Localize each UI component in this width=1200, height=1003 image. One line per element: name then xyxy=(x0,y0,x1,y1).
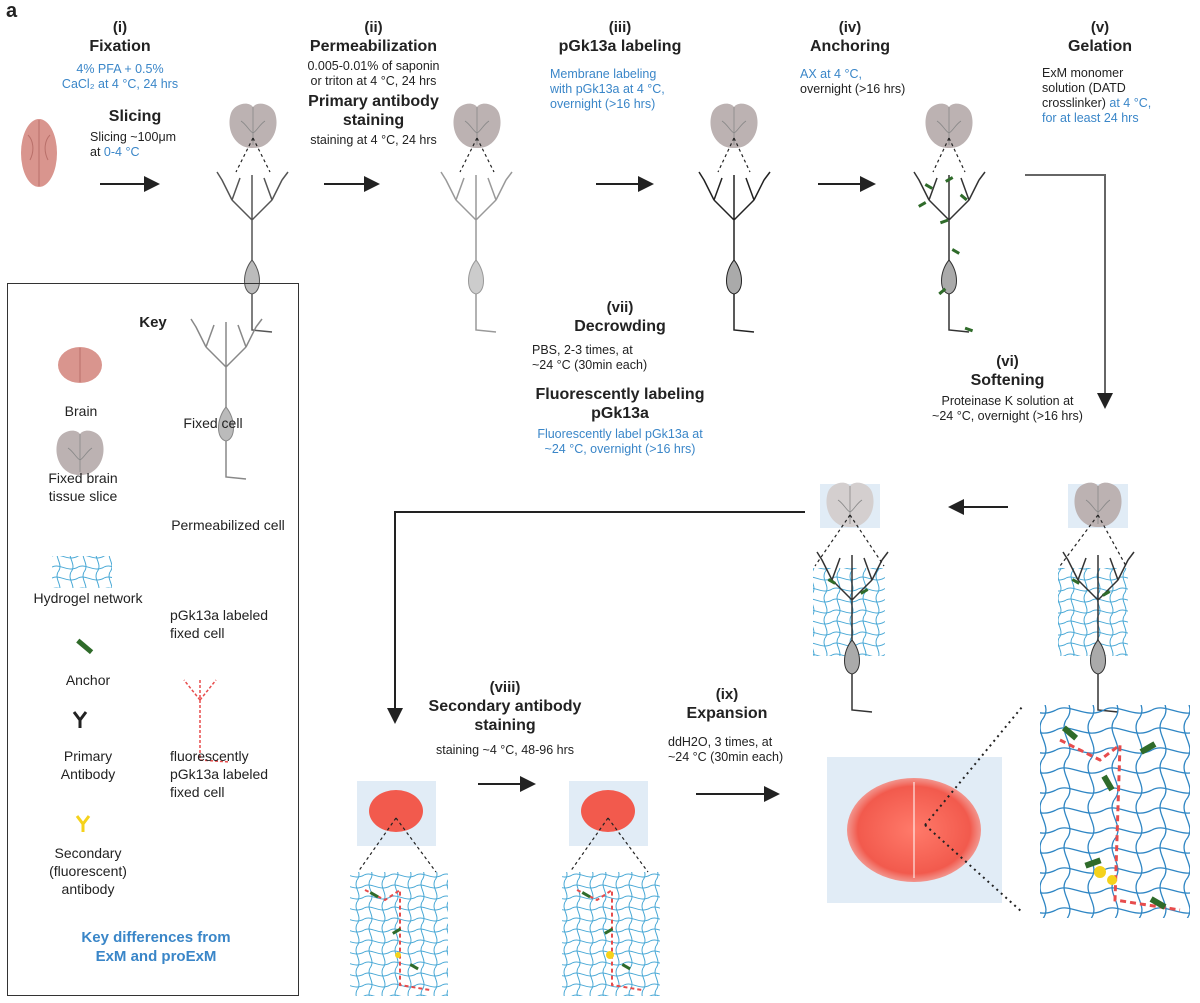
step-detail: at 0-4 °C xyxy=(90,145,140,159)
step-expansion: (ix) Expansion ddH2O, 3 times, at ~24 °C… xyxy=(662,686,792,765)
step-pgk13a-labeling: (iii) pGk13a labeling Membrane labeling … xyxy=(540,19,700,112)
step-title: Permeabilization xyxy=(309,38,438,55)
step-detail: with pGk13a at 4 °C, xyxy=(550,82,665,96)
step-title: Expansion xyxy=(686,705,768,722)
panel-letter: a xyxy=(6,0,18,22)
step-title: Fluorescently labeling xyxy=(535,386,705,403)
step-title: staining xyxy=(474,717,536,734)
step-slicing: Slicing Slicing ~100μm at 0-4 °C xyxy=(90,107,180,160)
step-title: Anchoring xyxy=(810,38,890,55)
step-detail: or triton at 4 °C, 24 hrs xyxy=(310,74,437,88)
step-detail: Membrane labeling xyxy=(550,67,657,81)
step-permeabilization: (ii) Permeabilization 0.005-0.01% of sap… xyxy=(286,19,461,148)
step-detail: 4% PFA + 0.5% xyxy=(76,62,164,76)
step-title: Primary antibody xyxy=(308,93,439,110)
step-title: Secondary antibody xyxy=(428,698,582,715)
step-detail: PBS, 2-3 times, at xyxy=(532,343,633,357)
step-secondary-antibody: (viii) Secondary antibody staining stain… xyxy=(415,679,595,758)
step-detail: ExM monomer xyxy=(1042,66,1124,80)
step-detail: Fluorescently label pGk13a at xyxy=(537,427,703,441)
step-title: Slicing xyxy=(108,108,162,125)
step-title: staining xyxy=(342,112,405,129)
legend-label: Hydrogel network xyxy=(33,590,143,606)
step-number: (ii) xyxy=(364,19,383,36)
step-detail: overnight (>16 hrs) xyxy=(550,97,656,111)
key-primary-antibody-icon xyxy=(72,711,88,728)
step-detail: solution (DATD xyxy=(1042,81,1126,95)
step-detail: staining ~4 °C, 48-96 hrs xyxy=(435,743,575,757)
step-decrowding: (vii) Decrowding PBS, 2-3 times, at ~24 … xyxy=(510,299,730,457)
step-detail: staining at 4 °C, 24 hrs xyxy=(310,133,437,147)
brain-icon-step1 xyxy=(21,119,57,187)
step-fixation: (i) Fixation 4% PFA + 0.5% CaCl₂ at 4 °C… xyxy=(55,19,185,92)
step-number: (viii) xyxy=(489,679,521,696)
legend-label: Fixed cell xyxy=(183,415,243,431)
step-number: (v) xyxy=(1090,19,1110,36)
legend-label: Permeabilized cell xyxy=(171,517,285,533)
step-number: (vii) xyxy=(606,299,634,316)
step-softening: (vi) Softening Proteinase K solution at … xyxy=(905,353,1110,424)
step-detail: CaCl₂ at 4 °C, 24 hrs xyxy=(61,77,179,91)
step-detail: Proteinase K solution at xyxy=(941,394,1074,408)
step-detail: overnight (>16 hrs) xyxy=(800,82,906,96)
step-detail: ~24 °C (30min each) xyxy=(532,358,648,372)
step-detail: Slicing ~100μm xyxy=(90,130,177,144)
step-detail: for at least 24 hrs xyxy=(1042,111,1139,125)
key-anchor-icon xyxy=(76,638,94,655)
step-detail: ddH2O, 3 times, at xyxy=(668,735,773,749)
step-detail: ~24 °C (30min each) xyxy=(668,750,784,764)
step-number: (iv) xyxy=(838,19,862,36)
anchor-marks-step4 xyxy=(918,176,974,333)
legend-label: Brain xyxy=(64,403,98,419)
step-title: pGk13a labeling xyxy=(558,38,682,55)
legend-title: Key xyxy=(139,314,167,331)
step-title: pGk13a xyxy=(591,405,649,422)
step-anchoring: (iv) Anchoring AX at 4 °C, overnight (>1… xyxy=(780,19,920,97)
key-secondary-antibody-icon xyxy=(75,815,91,832)
step-detail: ~24 °C, overnight (>16 hrs) xyxy=(544,442,696,456)
step-detail: ~24 °C, overnight (>16 hrs) xyxy=(932,409,1083,423)
step-number: (ix) xyxy=(715,686,739,703)
step-detail: crosslinker) at 4 °C, xyxy=(1042,96,1152,110)
step-detail: 0.005-0.01% of saponin xyxy=(307,59,440,73)
step-number: (iii) xyxy=(608,19,632,36)
step-title: Gelation xyxy=(1067,38,1132,55)
key-brain-icon xyxy=(58,347,102,383)
legend-label: Anchor xyxy=(65,672,111,688)
step-number: (vi) xyxy=(996,353,1019,370)
step-title: Fixation xyxy=(89,38,151,55)
step-detail: AX at 4 °C, xyxy=(800,67,862,81)
step-gelation: (v) Gelation ExM monomer solution (DATD … xyxy=(1020,19,1180,126)
key-fluor-cell-icon xyxy=(183,679,231,763)
step-title: Softening xyxy=(970,372,1045,389)
step-title: Decrowding xyxy=(574,318,666,335)
legend-label: Secondary(fluorescent)antibody xyxy=(49,845,127,897)
step-number: (i) xyxy=(112,19,128,36)
